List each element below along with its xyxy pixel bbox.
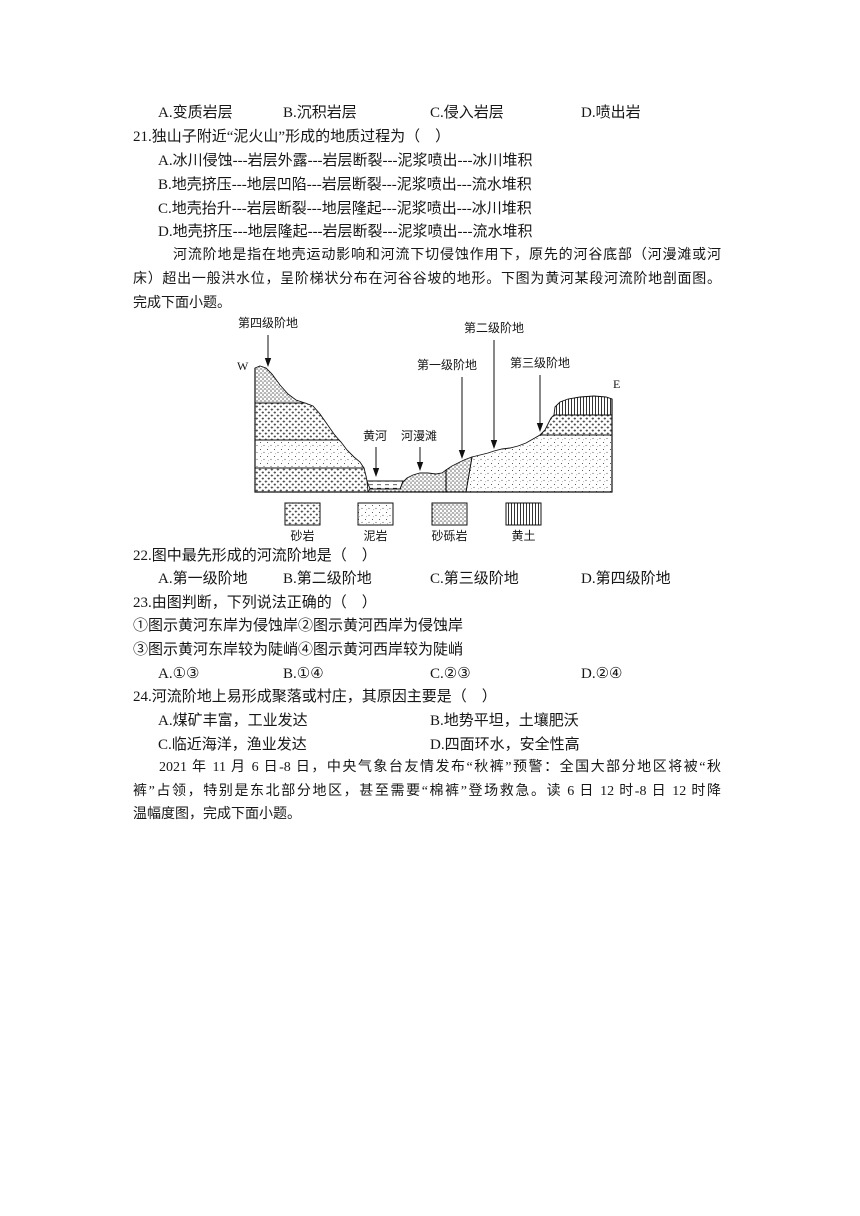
river-terrace-profile-diagram: W E 第四级阶地 第二级阶地 第一级阶地 第三级阶地 黄河 河漫滩 [237, 316, 620, 543]
terrace-4-arrow [264, 335, 272, 367]
q23-stem: 23.由图判断，下列说法正确的（ ） [133, 595, 377, 611]
floodplain-arrow [416, 447, 424, 471]
arrow-head [490, 440, 498, 449]
q22-option-b: B.第二级阶地 [283, 571, 372, 587]
west-label: W [237, 359, 249, 373]
weather-passage-line: 2021 年 11 月 6 日-8 日，中央气象台友情发布“秋裤”预警：全国大部… [159, 760, 721, 775]
terrace-passage-line: 河流阶地是指在地壳运动影响和河流下切侵蚀作用下，原先的河谷底部（河漫滩或河 [173, 248, 721, 263]
arrow-head [416, 462, 424, 471]
weather-passage-line: 温幅度图，完成下面小题。 [133, 807, 301, 822]
q23-option-d: D.②④ [581, 666, 623, 682]
prev-option-b: B.沉积岩层 [283, 105, 357, 121]
river-arrow [372, 447, 380, 477]
q23-option-c: C.②③ [430, 666, 471, 682]
second-terrace-mudstone [465, 434, 613, 493]
q24-stem: 24.河流阶地上易形成聚落或村庄，其原因主要是（ ） [133, 689, 497, 705]
prev-option-a: A.变质岩层 [158, 105, 233, 121]
west-bank-sandstone-layer [254, 402, 340, 441]
q21-option-b: B.地壳挤压---地层凹陷---岩层断裂---泥浆喷出---流水堆积 [158, 177, 532, 193]
legend-swatch-conglomerate [431, 502, 468, 526]
weather-passage-line: 裤”占领，特别是东北部分地区，甚至需要“棉裤”登场救急。读 6 日 12 时-8… [133, 784, 721, 799]
floodplain-label: 河漫滩 [401, 429, 437, 443]
terrace-2-label: 第二级阶地 [464, 321, 524, 335]
legend-swatch-sandstone [284, 502, 321, 526]
terrace-1-label: 第一级阶地 [417, 358, 477, 372]
q23-statement: ①图示黄河东岸为侵蚀岸②图示黄河西岸为侵蚀岸 [133, 618, 464, 634]
west-bank-conglomerate-layer [254, 365, 306, 404]
q24-option-b: B.地势平坦，土壤肥沃 [430, 713, 579, 729]
river-label: 黄河 [363, 429, 387, 443]
q24-option-a: A.煤矿丰富，工业发达 [158, 713, 308, 729]
terrace-1-arrow [458, 377, 466, 459]
q22-option-a: A.第一级阶地 [158, 571, 248, 587]
east-label: E [613, 377, 620, 391]
q21-option-a: A.冰川侵蚀---岩层外露---岩层断裂---泥浆喷出---冰川堆积 [158, 153, 533, 169]
terrace-2-arrow [490, 340, 498, 449]
q23-statement: ③图示黄河东岸较为陡峭④图示黄河西岸较为陡峭 [133, 642, 464, 658]
west-bank-lower-sandstone-layer [254, 467, 369, 493]
q21-option-c: C.地壳抬升---岩层断裂---地层隆起---泥浆喷出---冰川堆积 [158, 201, 532, 217]
east-bank-sandstone-layer [538, 414, 613, 436]
q21-stem: 21.独山子附近“泥火山”形成的地质过程为（ ） [133, 129, 451, 145]
arrow-head [264, 358, 272, 367]
prev-option-c: C.侵入岩层 [430, 105, 504, 121]
legend-swatch-mudstone [357, 502, 394, 526]
legend: 砂岩 泥岩 砂砾岩 黄土 [284, 502, 542, 543]
prev-option-d: D.喷出岩 [581, 105, 641, 121]
east-bank-loess-layer [553, 395, 613, 416]
legend-label-sandstone: 砂岩 [290, 528, 314, 543]
terrace-4-label: 第四级阶地 [238, 316, 298, 330]
legend-label-conglomerate: 砂砾岩 [431, 528, 467, 543]
arrow-head [372, 468, 380, 477]
q21-option-d: D.地壳挤压---地层隆起---岩层断裂---泥浆喷出---流水堆积 [158, 224, 533, 240]
arrow-head [536, 423, 544, 432]
q24-option-d: D.四面环水，安全性高 [430, 737, 580, 753]
q22-option-d: D.第四级阶地 [581, 571, 671, 587]
q22-stem: 22.图中最先形成的河流阶地是（ ） [133, 548, 377, 564]
legend-label-loess: 黄土 [511, 529, 535, 543]
q22-option-c: C.第三级阶地 [430, 571, 519, 587]
yellow-river-channel [366, 480, 404, 490]
arrow-head [458, 450, 466, 459]
q23-option-a: A.①③ [158, 666, 200, 682]
terrace-passage-line: 完成下面小题。 [133, 296, 231, 311]
profile-frame [254, 368, 613, 493]
q24-option-c: C.临近海洋，渔业发达 [158, 737, 307, 753]
q23-option-b: B.①④ [283, 666, 324, 682]
legend-swatch-loess [505, 502, 542, 526]
legend-label-mudstone: 泥岩 [363, 528, 387, 543]
west-bank-mudstone-layer [254, 439, 365, 469]
terrace-3-arrow [536, 375, 544, 432]
terrace-3-label: 第三级阶地 [510, 356, 570, 370]
terrace-passage-line: 床）超出一般洪水位，呈阶梯状分布在河谷谷坡的地形。下图为黄河某段河流阶地剖面图。 [133, 272, 721, 287]
